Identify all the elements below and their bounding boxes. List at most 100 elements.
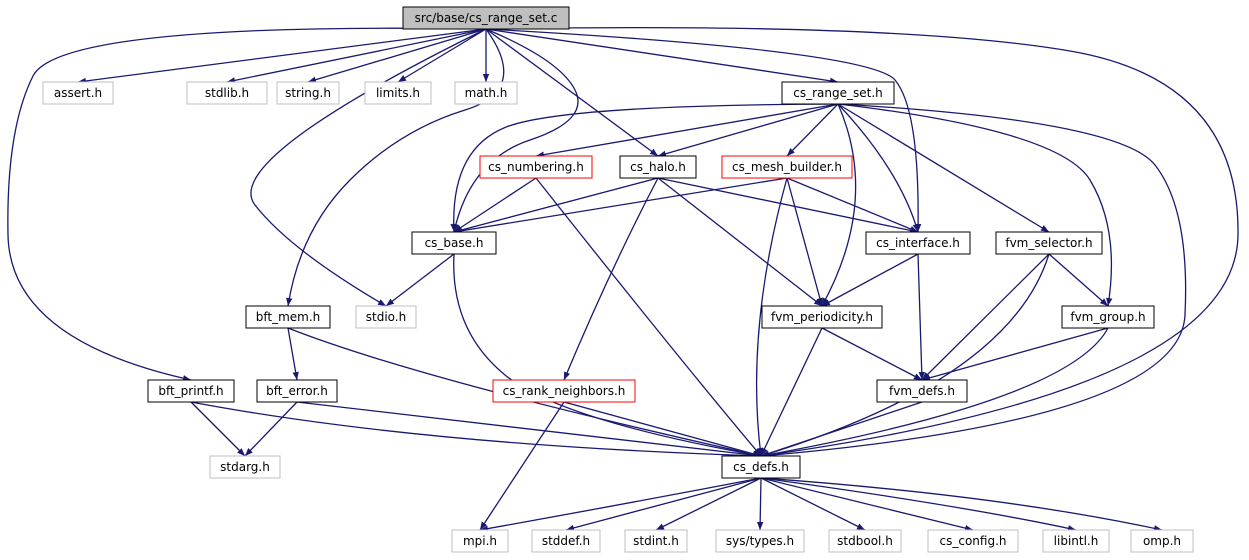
edge-line xyxy=(786,103,839,157)
node-assert: assert.h xyxy=(42,81,114,105)
node-cs-numbering[interactable]: cs_numbering.h xyxy=(479,155,593,179)
node-label: stddef.h xyxy=(542,534,590,548)
node-label: string.h xyxy=(285,86,331,100)
edge-cs_range_set-to-cs_numbering xyxy=(535,103,839,158)
node-label: stdlib.h xyxy=(205,86,249,100)
edge-bft_mem-to-cs_defs xyxy=(287,327,762,458)
node-box xyxy=(715,529,805,553)
edge-root-to-cs_base xyxy=(452,28,579,233)
node-label: sys/types.h xyxy=(726,534,794,548)
node-bft-error[interactable]: bft_error.h xyxy=(256,379,338,403)
edge-line xyxy=(485,26,1239,459)
node-fvm-group[interactable]: fvm_group.h xyxy=(1061,305,1155,329)
edge-line xyxy=(563,401,762,457)
edge-line xyxy=(837,103,1050,233)
edge-line xyxy=(760,477,1077,532)
edge-cs_halo-to-cs_rank_neighbors xyxy=(563,177,659,381)
edge-line xyxy=(760,103,1187,459)
nodes-layer: src/base/cs_range_set.c assert.h stdlib.h s… xyxy=(42,6,1194,553)
node-cs-interface[interactable]: cs_interface.h xyxy=(865,231,971,255)
edge-line xyxy=(657,177,919,234)
node-label: mpi.h xyxy=(463,534,497,548)
edge-cs_range_set-to-cs_defs xyxy=(760,103,1187,459)
node-box xyxy=(209,455,281,479)
node-cs-halo[interactable]: cs_halo.h xyxy=(619,155,697,179)
node-box xyxy=(1130,529,1194,553)
node-box xyxy=(721,455,801,479)
edge-cs_defs-to-stdbool xyxy=(760,477,866,531)
node-box xyxy=(828,529,902,553)
node-bft-mem[interactable]: bft_mem.h xyxy=(245,305,331,329)
edge-root-to-cs_interface xyxy=(485,28,922,233)
node-fvm-defs[interactable]: fvm_defs.h xyxy=(876,379,968,403)
edge-fvm_defs-to-cs_defs xyxy=(760,401,923,457)
edge-line xyxy=(244,401,298,457)
node-label: bft_printf.h xyxy=(158,384,223,398)
node-label: fvm_selector.h xyxy=(1005,236,1092,250)
edge-line xyxy=(485,28,922,233)
edge-cs_range_set-to-cs_halo xyxy=(657,103,839,157)
edge-cs_range_set-to-fvm_group xyxy=(837,103,1113,307)
edge-root-to-limits xyxy=(397,28,487,83)
edge-fvm_selector-to-fvm_group xyxy=(1048,253,1109,307)
node-stddef: stddef.h xyxy=(531,529,601,553)
edge-line xyxy=(385,253,455,307)
edge-cs_mesh_builder-to-fvm_periodicity xyxy=(786,177,823,307)
edge-line xyxy=(226,28,487,84)
node-box xyxy=(761,305,883,329)
edge-line xyxy=(479,401,565,531)
node-box xyxy=(479,155,593,179)
node-box xyxy=(186,81,268,105)
edge-cs_halo-to-cs_interface xyxy=(657,177,919,234)
node-label: cs_mesh_builder.h xyxy=(732,160,842,174)
node-box xyxy=(531,529,601,553)
node-stdint: stdint.h xyxy=(624,529,688,553)
node-cs-mesh-builder[interactable]: cs_mesh_builder.h xyxy=(721,155,853,179)
edge-cs_interface-to-fvm_defs xyxy=(917,253,925,381)
node-label: stdint.h xyxy=(633,534,679,548)
edge-cs_interface-to-fvm_periodicity xyxy=(821,253,919,307)
node-box xyxy=(147,379,235,403)
node-label: fvm_periodicity.h xyxy=(771,310,873,324)
node-stdlib: stdlib.h xyxy=(186,81,268,105)
node-label: stdio.h xyxy=(366,310,406,324)
node-box xyxy=(927,529,1019,553)
node-label: cs_defs.h xyxy=(733,460,789,474)
node-cs-base[interactable]: cs_base.h xyxy=(411,231,497,255)
edge-root-to-bft_mem xyxy=(286,28,505,307)
edge-cs_range_set-to-fvm_periodicity xyxy=(821,103,857,307)
node-fvm-selector[interactable]: fvm_selector.h xyxy=(995,231,1103,255)
edge-cs_mesh_builder-to-cs_base xyxy=(453,177,788,234)
node-sys-types: sys/types.h xyxy=(715,529,805,553)
edge-line xyxy=(657,177,823,307)
edge-cs_numbering-to-cs_base xyxy=(453,177,537,233)
edge-line xyxy=(760,477,1163,532)
node-label: assert.h xyxy=(54,86,102,100)
edge-bft_error-to-cs_defs xyxy=(296,401,762,459)
node-cs-defs[interactable]: cs_defs.h xyxy=(721,455,801,479)
edge-fvm_group-to-cs_defs xyxy=(760,327,1109,458)
edge-line xyxy=(821,103,857,307)
edge-root-to-string xyxy=(307,28,487,83)
node-bft-printf[interactable]: bft_printf.h xyxy=(147,379,235,403)
edge-line xyxy=(821,327,923,381)
node-label: stdbool.h xyxy=(837,534,893,548)
edge-line xyxy=(755,177,788,457)
node-fvm-periodicity[interactable]: fvm_periodicity.h xyxy=(761,305,883,329)
edge-line xyxy=(7,27,487,382)
edge-line xyxy=(760,477,974,532)
node-box xyxy=(454,81,518,105)
node-label: src/base/cs_range_set.c xyxy=(415,11,558,25)
edge-cs_defs-to-mpi xyxy=(479,477,762,532)
node-label: omp.h xyxy=(1143,534,1181,548)
edge-line xyxy=(655,477,762,531)
node-math: math.h xyxy=(454,81,518,105)
edge-line xyxy=(485,28,659,157)
node-cs-rank-neighbors[interactable]: cs_rank_neighbors.h xyxy=(492,379,636,403)
node-cs-range-set[interactable]: cs_range_set.h xyxy=(781,81,895,105)
edges-layer xyxy=(7,26,1239,532)
node-box xyxy=(364,81,432,105)
edge-line xyxy=(837,103,919,233)
node-box xyxy=(995,231,1103,255)
